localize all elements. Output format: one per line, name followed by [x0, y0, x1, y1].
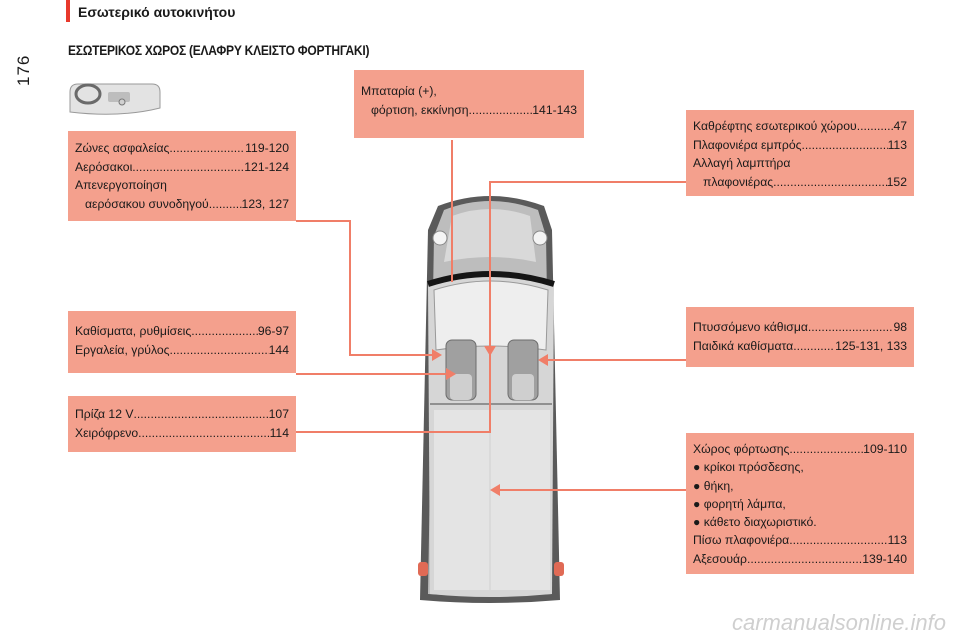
belts-row-4: αερόσακου συνοδηγού 123, 127 [75, 195, 289, 214]
cargo-row-3: Αξεσουάρ 139-140 [693, 550, 907, 568]
cargo-row-1: Χώρος φόρτωσης 109-110 [693, 440, 907, 458]
seats-row-1: Καθίσματα, ρυθμίσεις 96-97 [75, 322, 289, 341]
mirror-row-2: Πλαφονιέρα εμπρός113 [693, 136, 907, 155]
mirror-row-1: Καθρέφτης εσωτερικού χώρου 47 [693, 117, 907, 136]
dashboard-thumbnail-icon [69, 83, 161, 115]
folding-row-1: Πτυσσόμενο κάθισμα 98 [693, 318, 907, 337]
callout-folding-child-seats: Πτυσσόμενο κάθισμα 98 Παιδικά καθίσματα … [686, 307, 914, 367]
callout-cargo-area: Χώρος φόρτωσης 109-110 ● κρίκοι πρόσδεση… [686, 433, 914, 574]
folding-row-2: Παιδικά καθίσματα 125-131, 133 [693, 337, 907, 356]
cargo-bullet-4: ● κάθετο διαχωριστικό. [693, 515, 817, 530]
header-title: Εσωτερικό αυτοκινήτου [78, 4, 236, 20]
section-title: ΕΣΩΤΕΡΙΚΟΣ ΧΩΡΟΣ (ΕΛΑΦΡΥ ΚΛΕΙΣΤΟ ΦΟΡΤΗΓΑ… [68, 42, 370, 58]
socket-row-2: Χειρόφρενο 114 [75, 424, 289, 443]
battery-line1: Μπαταρία (+), [361, 84, 437, 98]
belts-row-2: Αερόσακοι 121-124 [75, 158, 289, 177]
cargo-row-2: Πίσω πλαφονιέρα 113 [693, 531, 907, 549]
cargo-bullet-3: ● φορητή λάμπα, [693, 496, 786, 511]
socket-row-1: Πρίζα 12 V 107 [75, 405, 289, 424]
header-accent-bar [66, 0, 70, 22]
callout-battery: Μπαταρία (+), φόρτιση, εκκίνηση 141-143 [354, 70, 584, 138]
seats-row-2: Εργαλεία, γρύλος 144 [75, 341, 289, 360]
mirror-row-3: Αλλαγή λαμπτήρα [693, 156, 791, 170]
belts-row-1: Ζώνες ασφαλείας 119-120 [75, 139, 289, 158]
cargo-bullet-2: ● θήκη, [693, 478, 734, 493]
belts-row-3: Απενεργοποίηση [75, 178, 167, 192]
callout-socket-handbrake: Πρίζα 12 V 107 Χειρόφρενο 114 [68, 396, 296, 452]
callout-belts-airbags: Ζώνες ασφαλείας 119-120 Αερόσακοι 121-12… [68, 131, 296, 221]
leader-mirror [489, 181, 686, 346]
callout-seats-tools: Καθίσματα, ρυθμίσεις 96-97 Εργαλεία, γρύ… [68, 311, 296, 373]
mirror-row-4: πλαφονιέρας 152 [693, 173, 907, 192]
leader-belts [296, 220, 432, 356]
battery-line2: φόρτιση, εκκίνηση 141-143 [361, 101, 577, 120]
footer-watermark: carmanualsonline.info [731, 610, 946, 635]
leader-socket [296, 346, 491, 433]
leader-arrowheads [432, 346, 548, 496]
callout-mirror-lamps: Καθρέφτης εσωτερικού χώρου 47 Πλαφονιέρα… [686, 110, 914, 196]
leader-lines [296, 140, 686, 491]
cargo-bullet-1: ● κρίκοι πρόσδεσης, [693, 460, 804, 475]
